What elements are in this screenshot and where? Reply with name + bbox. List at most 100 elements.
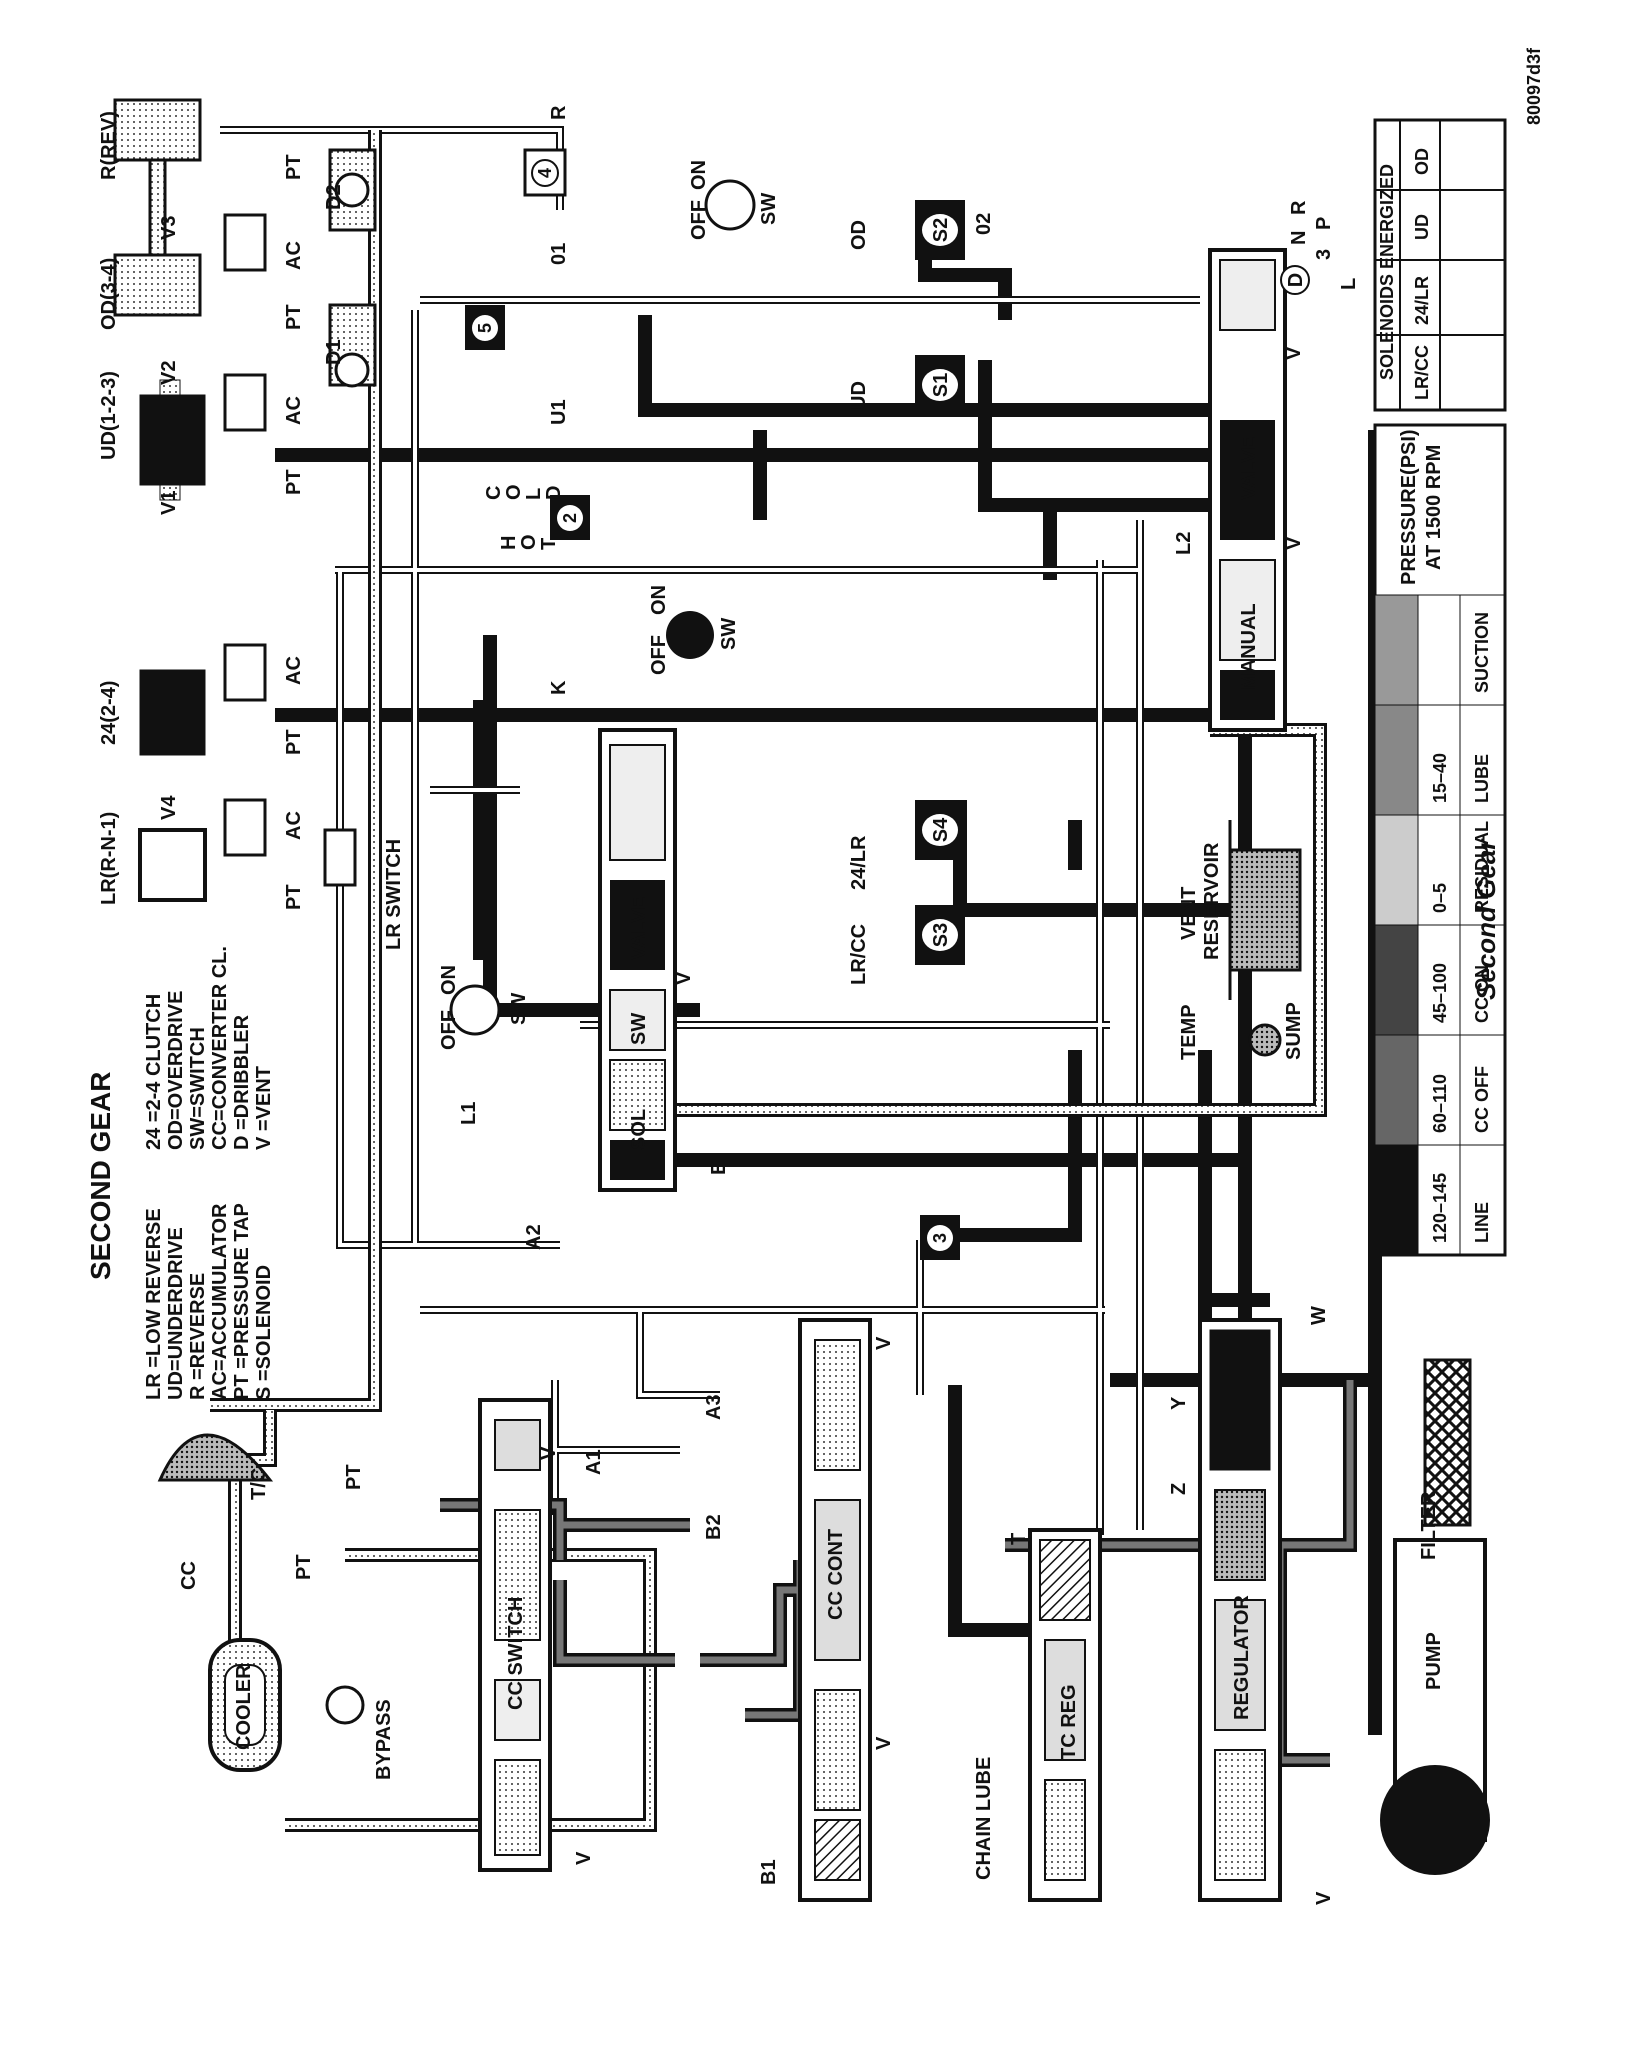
doc-id: 80097d3f xyxy=(1524,47,1544,125)
svg-text:V: V xyxy=(1313,1891,1335,1905)
manual-valve xyxy=(1208,248,1287,732)
svg-text:V: V xyxy=(1283,536,1305,550)
svg-text:FILTER: FILTER xyxy=(1418,1491,1440,1560)
svg-text:ON: ON xyxy=(648,585,670,615)
legend-item: D =DRIBBLER xyxy=(231,1014,253,1150)
svg-text:PT: PT xyxy=(283,154,305,180)
pressure-name: SUCTION xyxy=(1472,612,1492,693)
clutch-lr xyxy=(138,798,357,902)
legend-abbrev-right: 24 =2-4 CLUTCH OD=OVERDRIVE SW=SWITCH CC… xyxy=(143,946,275,1150)
svg-text:2: 2 xyxy=(560,513,580,523)
svg-text:VENT: VENT xyxy=(1178,887,1200,940)
accumulator xyxy=(223,213,267,272)
legend-item: R =REVERSE xyxy=(187,1273,209,1400)
svg-text:A2: A2 xyxy=(523,1224,545,1250)
svg-text:T: T xyxy=(538,538,560,550)
svg-text:SW: SW xyxy=(628,1013,650,1045)
svg-text:SW=SWITCH: SW=SWITCH xyxy=(187,1027,209,1150)
pressure-swatch xyxy=(1374,1144,1419,1256)
svg-text:PUMP: PUMP xyxy=(1423,1632,1445,1690)
svg-text:V: V xyxy=(873,1736,895,1750)
svg-text:D =DRIBBLER: D =DRIBBLER xyxy=(231,1014,253,1150)
ud-label: UD(1-2-3) xyxy=(98,371,120,460)
solenoids-energized-table: SOLENOIDS ENERGIZED LR/CC 24/LR UD OD xyxy=(1373,118,1507,412)
svg-text:5: 5 xyxy=(475,323,495,333)
tc-regulator-valve xyxy=(1028,1528,1102,1902)
svg-text:CC SWITCH: CC SWITCH xyxy=(505,1597,527,1710)
component-labels: UD(1-2-3) OD(3-4) R(REV) 24(2-4) LR(R-N-… xyxy=(98,105,1445,1905)
svg-text:V: V xyxy=(573,1851,595,1865)
svg-text:A3: A3 xyxy=(703,1394,725,1420)
svg-text:V2: V2 xyxy=(158,361,180,385)
legend-item: SW=SWITCH xyxy=(187,1027,209,1150)
svg-text:ON: ON xyxy=(688,160,710,190)
svg-text:P: P xyxy=(1313,217,1335,230)
svg-text:W: W xyxy=(1308,1306,1330,1325)
solenoid-s4: S4 xyxy=(915,800,965,860)
svg-text:T: T xyxy=(1008,1533,1030,1545)
svg-text:R =REVERSE: R =REVERSE xyxy=(187,1273,209,1400)
svg-text:AC: AC xyxy=(283,396,305,425)
filter xyxy=(1423,1358,1472,1527)
diagram-title: SECOND GEAR xyxy=(85,1072,116,1280)
rev-clutch xyxy=(113,98,202,162)
svg-text:LR =LOW REVERSE: LR =LOW REVERSE xyxy=(143,1208,165,1400)
pressure-swatch xyxy=(1374,814,1419,926)
svg-text:H: H xyxy=(498,536,520,550)
diagram-caption: Second Gear xyxy=(1471,838,1501,1000)
lr-pressure-switch xyxy=(449,984,501,1036)
svg-text:D1: D1 xyxy=(323,339,345,365)
svg-text:Z: Z xyxy=(1168,1483,1190,1495)
legend-item: LR =LOW REVERSE xyxy=(143,1208,165,1400)
legend-item: CC=CONVERTER CL. xyxy=(209,946,231,1150)
s3-label: S3 xyxy=(930,923,952,947)
svg-text:B1: B1 xyxy=(758,1859,780,1885)
svg-text:SW: SW xyxy=(758,193,780,225)
svg-text:01: 01 xyxy=(548,243,570,265)
pressure-range: 15–40 xyxy=(1430,753,1450,803)
svg-text:PT: PT xyxy=(283,304,305,330)
svg-text:L2: L2 xyxy=(1173,532,1195,555)
od-label: OD(3-4) xyxy=(98,258,120,330)
svg-text:V1: V1 xyxy=(158,491,180,515)
pressure-range: 45–100 xyxy=(1430,963,1450,1023)
svg-text:VALVE: VALVE xyxy=(628,896,650,960)
lr-switch xyxy=(323,828,357,887)
s4-label: S4 xyxy=(930,817,952,842)
svg-text:3: 3 xyxy=(1313,249,1335,260)
svg-text:CC=CONVERTER CL.: CC=CONVERTER CL. xyxy=(209,946,231,1150)
legend-item: V =VENT xyxy=(253,1066,275,1150)
svg-text:O: O xyxy=(518,534,540,550)
pressure-name: CC OFF xyxy=(1472,1066,1492,1133)
svg-text:TEMP: TEMP xyxy=(1178,1004,1200,1060)
svg-text:LR/CC: LR/CC xyxy=(848,924,870,985)
svg-text:REGULATOR: REGULATOR xyxy=(1231,1595,1253,1720)
svg-text:ON: ON xyxy=(438,965,460,995)
svg-text:BYPASS: BYPASS xyxy=(373,1699,395,1780)
svg-text:AC: AC xyxy=(283,656,305,685)
cc-control-valve xyxy=(798,1318,872,1902)
svg-text:OD: OD xyxy=(848,220,870,250)
legend-item: OD=OVERDRIVE xyxy=(165,991,187,1150)
svg-text:V =VENT: V =VENT xyxy=(253,1066,275,1150)
svg-text:V: V xyxy=(673,971,695,985)
svg-text:PT: PT xyxy=(343,1464,365,1490)
legend-item: S =SOLENOID xyxy=(253,1265,275,1400)
svg-text:PT =PRESSURE TAP: PT =PRESSURE TAP xyxy=(231,1203,253,1400)
legend-abbrev-left: LR =LOW REVERSE UD=UNDERDRIVE R =REVERSE… xyxy=(143,1203,275,1400)
svg-text:SUMP: SUMP xyxy=(1283,1002,1305,1060)
solenoid-s2: S2 xyxy=(915,200,965,260)
svg-text:PT: PT xyxy=(283,729,305,755)
svg-text:T/C: T/C xyxy=(248,1468,270,1500)
svg-text:SOL: SOL xyxy=(628,1109,650,1150)
legend-item: PT =PRESSURE TAP xyxy=(231,1203,253,1400)
svg-text:PT: PT xyxy=(283,884,305,910)
svg-text:D: D xyxy=(543,486,565,500)
svg-text:LR SWITCH: LR SWITCH xyxy=(383,839,405,950)
pressure-name: LUBE xyxy=(1472,754,1492,803)
svg-text:OD=OVERDRIVE: OD=OVERDRIVE xyxy=(165,991,187,1150)
od-pressure-switch xyxy=(704,179,756,231)
svg-text:V: V xyxy=(538,1446,560,1460)
svg-text:AC: AC xyxy=(283,811,305,840)
